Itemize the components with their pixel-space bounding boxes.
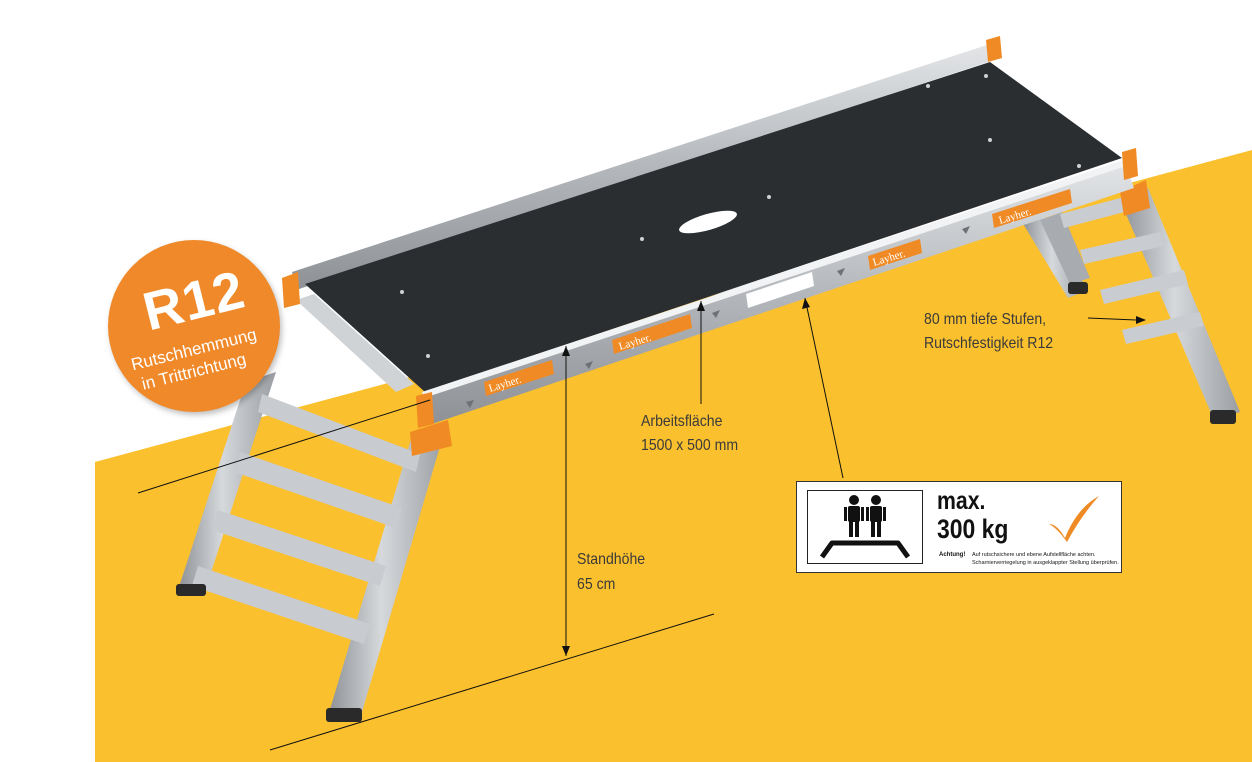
steps-callout-line-1: 80 mm tiefe Stufen,	[924, 311, 1047, 328]
load-weight-text: 300 kg	[937, 514, 1009, 544]
checkmark-icon	[1049, 496, 1099, 542]
rear-rail	[292, 42, 1000, 290]
load-note-heading: Achtung!	[939, 552, 966, 558]
two-persons-icon	[819, 495, 911, 559]
load-note-line-1: Auf rutschsichere und ebene Aufstellfläc…	[972, 552, 1096, 558]
dimension-lines	[137, 297, 1137, 751]
back-ladder-legs	[1022, 180, 1240, 424]
layher-logo-icon	[484, 189, 1072, 396]
r12-badge: R12 Rutschhemmung in Trittrichtung	[108, 240, 280, 412]
load-max-text: max.	[937, 487, 986, 515]
load-note-line-2: Scharnierverriegelung in ausgeklappter S…	[972, 560, 1119, 566]
height-callout-line-2: 65 cm	[577, 576, 616, 593]
front-ladder-legs	[176, 372, 452, 722]
area-callout-line-2: 1500 x 500 mm	[641, 437, 739, 454]
steps-callout-line-2: Rutschfestigkeit R12	[924, 335, 1054, 352]
load-warning-label: max. 300 kg Achtung! Auf rutschsichere u…	[796, 481, 1122, 573]
area-callout-line-1: Arbeitsfläche	[641, 413, 723, 430]
platform-pictogram	[807, 490, 923, 564]
rail-load-sticker	[746, 272, 814, 308]
height-callout-line-1: Standhöhe	[577, 551, 646, 568]
